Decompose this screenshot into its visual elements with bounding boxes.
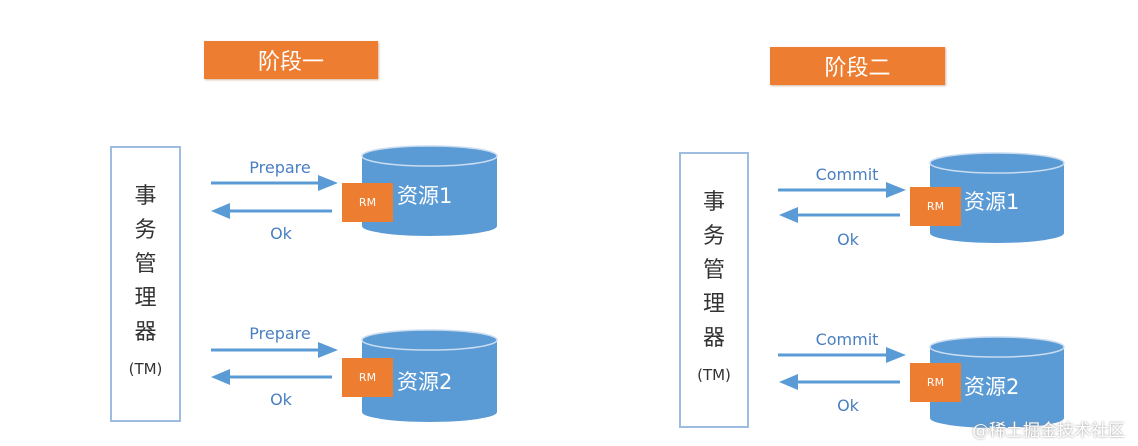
rm-badge: RM: [342, 183, 393, 222]
prepare-label: Prepare: [249, 324, 311, 343]
resource-label: 资源1: [964, 190, 1020, 214]
ok-label: Ok: [270, 224, 292, 243]
commit-label: Commit: [815, 330, 879, 349]
tm-char: 理: [702, 292, 725, 317]
database-cylinder-4: [929, 336, 1065, 428]
arrow-ok-1: [211, 203, 332, 219]
arrow-prepare-1: [211, 175, 338, 191]
commit-label: Commit: [815, 165, 879, 184]
arrow-commit-2: [778, 347, 906, 363]
transaction-manager-box: 事 务 管 理 器 (TM): [679, 152, 749, 428]
transaction-manager-box: 事 务 管 理 器 (TM): [110, 146, 181, 422]
tm-char: 器: [702, 326, 725, 351]
tm-char: 事: [134, 184, 157, 209]
tm-char: 事: [702, 190, 725, 215]
database-cylinder-3: [929, 152, 1065, 243]
tm-abbr: (TM): [697, 366, 731, 384]
tm-char: 管: [134, 252, 157, 277]
tm-char: 务: [134, 218, 157, 243]
arrow-commit-1: [778, 182, 906, 198]
tm-char: 管: [702, 258, 725, 283]
arrow-ok-4: [779, 374, 900, 390]
ok-label: Ok: [837, 230, 859, 249]
tm-char: 器: [134, 320, 157, 345]
rm-badge: RM: [910, 187, 961, 226]
ok-label: Ok: [837, 396, 859, 415]
rm-badge: RM: [910, 363, 961, 402]
tm-char: 理: [134, 286, 157, 311]
resource-label: 资源1: [397, 184, 453, 208]
arrow-prepare-2: [211, 342, 338, 358]
tm-abbr: (TM): [128, 360, 163, 378]
arrow-ok-2: [211, 369, 332, 385]
arrow-ok-3: [779, 207, 900, 223]
phase-one-label: 阶段一: [204, 41, 378, 79]
database-cylinder-2: [361, 329, 498, 422]
watermark: @稀土掘金技术社区: [972, 421, 1125, 441]
resource-label: 资源2: [397, 370, 453, 394]
rm-badge: RM: [342, 358, 393, 397]
tm-char: 务: [702, 224, 725, 249]
resource-label: 资源2: [964, 375, 1020, 399]
prepare-label: Prepare: [249, 158, 311, 177]
database-cylinder-1: [361, 145, 498, 236]
phase-two-label: 阶段二: [770, 47, 945, 85]
ok-label: Ok: [270, 390, 292, 409]
